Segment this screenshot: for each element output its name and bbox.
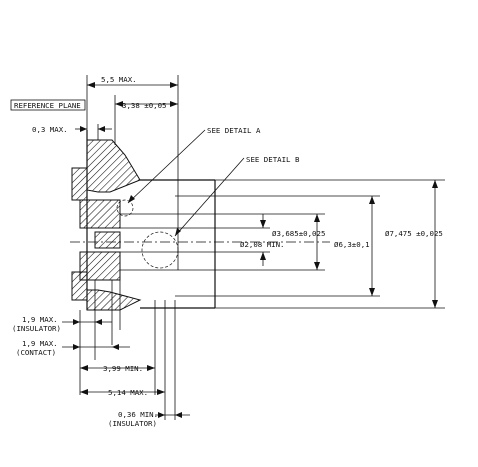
contact-recess-label: 1,9 MAX.	[22, 339, 58, 348]
body-diameter-label: Ø6,3±0,1	[334, 240, 370, 249]
flange-top	[86, 139, 141, 193]
reference-plane-text: REFERENCE PLANE	[14, 101, 81, 110]
insulator-recess-label: 1,9 MAX.	[22, 315, 58, 324]
insulator-wall-note: (INSULATOR)	[108, 419, 157, 428]
right-extension-lines	[178, 179, 445, 309]
detail-b-circle	[141, 231, 179, 269]
top-dimensions	[75, 75, 179, 214]
bore-diameter-label: Ø3,685±0,025	[272, 229, 325, 238]
contact-length-label: 3,99 MIN.	[103, 364, 143, 373]
bottom-dimensions	[62, 252, 190, 420]
insulator-top	[79, 199, 121, 229]
connector-body	[70, 130, 330, 311]
reference-plane-label: REFERENCE PLANE	[10, 99, 86, 111]
outer-diameter-label: Ø7,475 ±0,025	[385, 229, 443, 238]
center-contact	[94, 231, 121, 249]
insulator-wall-label: 0,36 MIN.	[118, 410, 158, 419]
right-dimensions	[260, 180, 438, 308]
detail-a-circle	[116, 199, 134, 217]
insulator-bottom	[79, 251, 121, 281]
insulator-recess-note: (INSULATOR)	[12, 324, 61, 333]
contact-recess-note: (CONTACT)	[16, 348, 56, 357]
see-detail-a-label: SEE DETAIL A	[207, 126, 261, 135]
ref-to-face-label: 3,38 ±0,05	[122, 101, 167, 110]
see-detail-b-label: SEE DETAIL B	[246, 155, 300, 164]
flange-bottom	[86, 289, 142, 311]
pin-diameter-label: Ø2,08 MIN.	[240, 240, 285, 249]
detail-leaders	[127, 129, 245, 237]
body-length-label: 5,14 MAX.	[108, 388, 148, 397]
overall-length-label: 5,5 MAX.	[101, 75, 137, 84]
rear-lip-top	[71, 167, 88, 201]
flange-offset-label: 0,3 MAX.	[32, 125, 68, 134]
